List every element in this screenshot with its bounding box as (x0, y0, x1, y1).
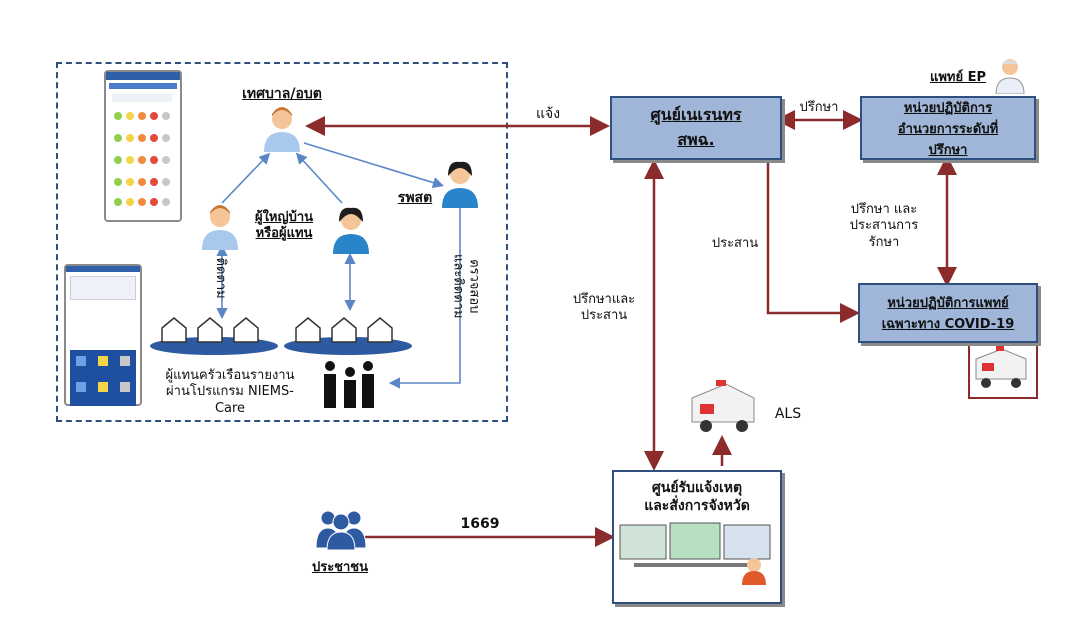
check-follow-label: ตรวจสอบ และติดตาม (450, 253, 482, 319)
control-room-screens-icon (619, 522, 771, 585)
erawan-center-label: ศูนย์เนเรนทร สพฉ. (650, 105, 742, 149)
arrow-head-to-muni (221, 152, 271, 204)
consult-coord-care-label: ปรึกษา และ ประสานการ รักษา (849, 202, 919, 250)
consult-unit-label: หน่วยปฏิบัติการ อำนวยการระดับที่ ปรึกษา (897, 100, 999, 158)
village-head-icon (202, 205, 238, 250)
hotline-label: 1669 (460, 516, 500, 532)
follow-up-label: ติดตาม (213, 257, 229, 299)
family-report-label: ผู้แทนครัวเรือนรายงาน ผ่านโปรแกรม NIEMS-… (165, 368, 295, 416)
health-officer-icon (442, 161, 478, 208)
dispatch-center-box: ศูนย์รับแจ้งเหตุ และสั่งการจังหวัด (612, 470, 782, 604)
volunteer-icon (333, 207, 369, 254)
community-region (56, 62, 508, 422)
family-icon (324, 361, 374, 408)
arrow-muni-to-rphst (303, 142, 445, 189)
arrow-rphst-to-family (388, 208, 461, 389)
covid-unit-box: หน่วยปฏิบัติการแพทย์ เฉพาะทาง COVID-19 (858, 283, 1038, 343)
doctor-icon (995, 59, 1025, 94)
covid-ambulance-icon (975, 345, 1027, 388)
doctor-ep-label: แพทย์ EP (929, 70, 987, 85)
municipal-officer-icon (264, 107, 300, 152)
village-head-label: ผู้ใหญ่บ้าน หรือผู้แทน (254, 210, 314, 242)
covid-unit-label: หน่วยปฏิบัติการแพทย์ เฉพาะทาง COVID-19 (881, 296, 1015, 332)
public-people-icon (316, 510, 366, 550)
als-ambulance-icon (691, 380, 755, 432)
coordinate-label: ประสาน (711, 236, 759, 251)
app-screenshot-report (104, 70, 182, 222)
covid-ambulance-frame (968, 341, 1038, 399)
public-label: ประชาชน (311, 560, 369, 575)
rphst-label: รพสต (397, 190, 433, 206)
dispatch-center-label: ศูนย์รับแจ้งเหตุ และสั่งการจังหวัด (644, 480, 750, 514)
als-label: ALS (774, 406, 802, 422)
municipality-label: เทศบาล/อบต (242, 86, 322, 102)
arrow-vol-to-muni (295, 152, 343, 204)
notify-label: แจ้ง (535, 106, 561, 122)
consult-coordinate-label: ปรึกษาและ ประสาน (572, 292, 636, 324)
erawan-center-box: ศูนย์เนเรนทร สพฉ. (610, 96, 782, 160)
consult-label: ปรึกษา (799, 100, 839, 115)
arrow-coordinate (766, 158, 860, 323)
houses-left-icon (150, 317, 278, 355)
app-screenshot-niems-care (64, 264, 142, 406)
consult-unit-box: หน่วยปฏิบัติการ อำนวยการระดับที่ ปรึกษา (860, 96, 1036, 160)
houses-right-icon (284, 317, 412, 355)
